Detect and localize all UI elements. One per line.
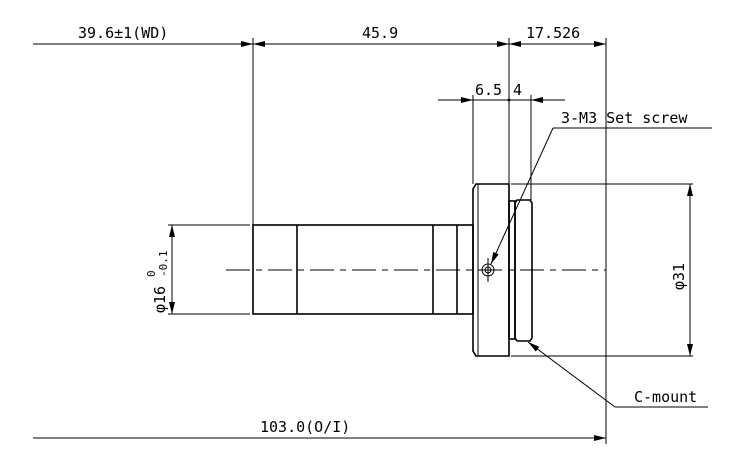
- dimension-body-diameter: φ16 0 -0.1: [145, 225, 175, 314]
- c-mount-thread: [508, 199, 533, 342]
- callout-set-screw: 3-M3 Set screw: [490, 109, 712, 265]
- dim-tol-lower: -0.1: [157, 251, 170, 278]
- dimension-total-length: 103.0(O/I): [33, 418, 606, 441]
- dimension-working-distance: 39.6±1(WD): [33, 24, 253, 47]
- dim-label-phi16: φ16: [151, 286, 169, 313]
- dimension-screw-position: 6.5 4: [438, 81, 565, 103]
- dim-label-flange-back: 17.526: [526, 24, 580, 42]
- dim-tol-upper: 0: [145, 270, 158, 277]
- lens-flange: [472, 183, 510, 357]
- dim-label-wd: 39.6±1(WD): [78, 24, 168, 42]
- c-mount-label: C-mount: [634, 388, 697, 406]
- dim-label-phi31: φ31: [670, 263, 688, 290]
- set-screw-label: 3-M3 Set screw: [561, 109, 688, 127]
- dimension-mount-diameter: φ31: [670, 184, 693, 356]
- dim-label-body-length: 45.9: [362, 24, 398, 42]
- dim-label-total-length: 103.0(O/I): [260, 418, 350, 436]
- extension-lines: [168, 38, 693, 444]
- dim-label-4: 4: [513, 81, 522, 99]
- dim-label-6-5: 6.5: [475, 81, 502, 99]
- dimension-flange-back: 17.526: [509, 24, 606, 47]
- callout-c-mount: C-mount: [527, 341, 708, 408]
- dimension-body-length: 45.9: [253, 24, 509, 47]
